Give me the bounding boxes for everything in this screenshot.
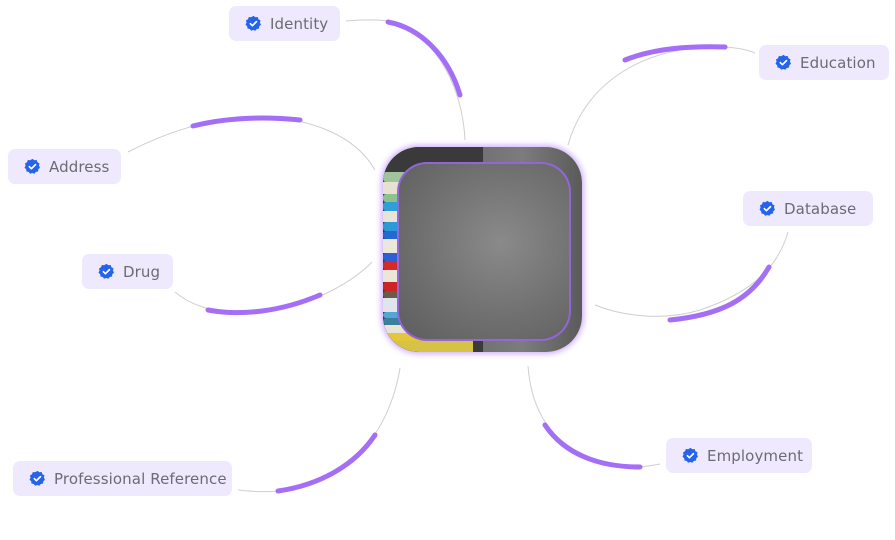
node-identity[interactable]: Identity xyxy=(229,6,340,41)
node-professional-reference[interactable]: Professional Reference xyxy=(13,461,232,496)
node-label: Database xyxy=(784,199,857,218)
verified-check-icon xyxy=(98,263,114,279)
verified-check-icon xyxy=(29,470,45,486)
verified-check-icon xyxy=(775,54,791,70)
node-label: Drug xyxy=(123,262,161,281)
node-employment[interactable]: Employment xyxy=(666,438,812,473)
center-image-books xyxy=(383,147,582,352)
verified-check-icon xyxy=(24,158,40,174)
node-label: Identity xyxy=(270,14,329,33)
node-label: Education xyxy=(800,53,876,72)
verified-check-icon xyxy=(682,447,698,463)
node-education[interactable]: Education xyxy=(759,45,889,80)
node-label: Address xyxy=(49,157,110,176)
verified-check-icon xyxy=(245,15,261,31)
node-drug[interactable]: Drug xyxy=(82,254,173,289)
node-label: Employment xyxy=(707,446,804,465)
node-address[interactable]: Address xyxy=(8,149,121,184)
verified-check-icon xyxy=(759,200,775,216)
node-label: Professional Reference xyxy=(54,469,227,488)
node-database[interactable]: Database xyxy=(743,191,873,226)
image-inner-frame xyxy=(397,162,571,341)
